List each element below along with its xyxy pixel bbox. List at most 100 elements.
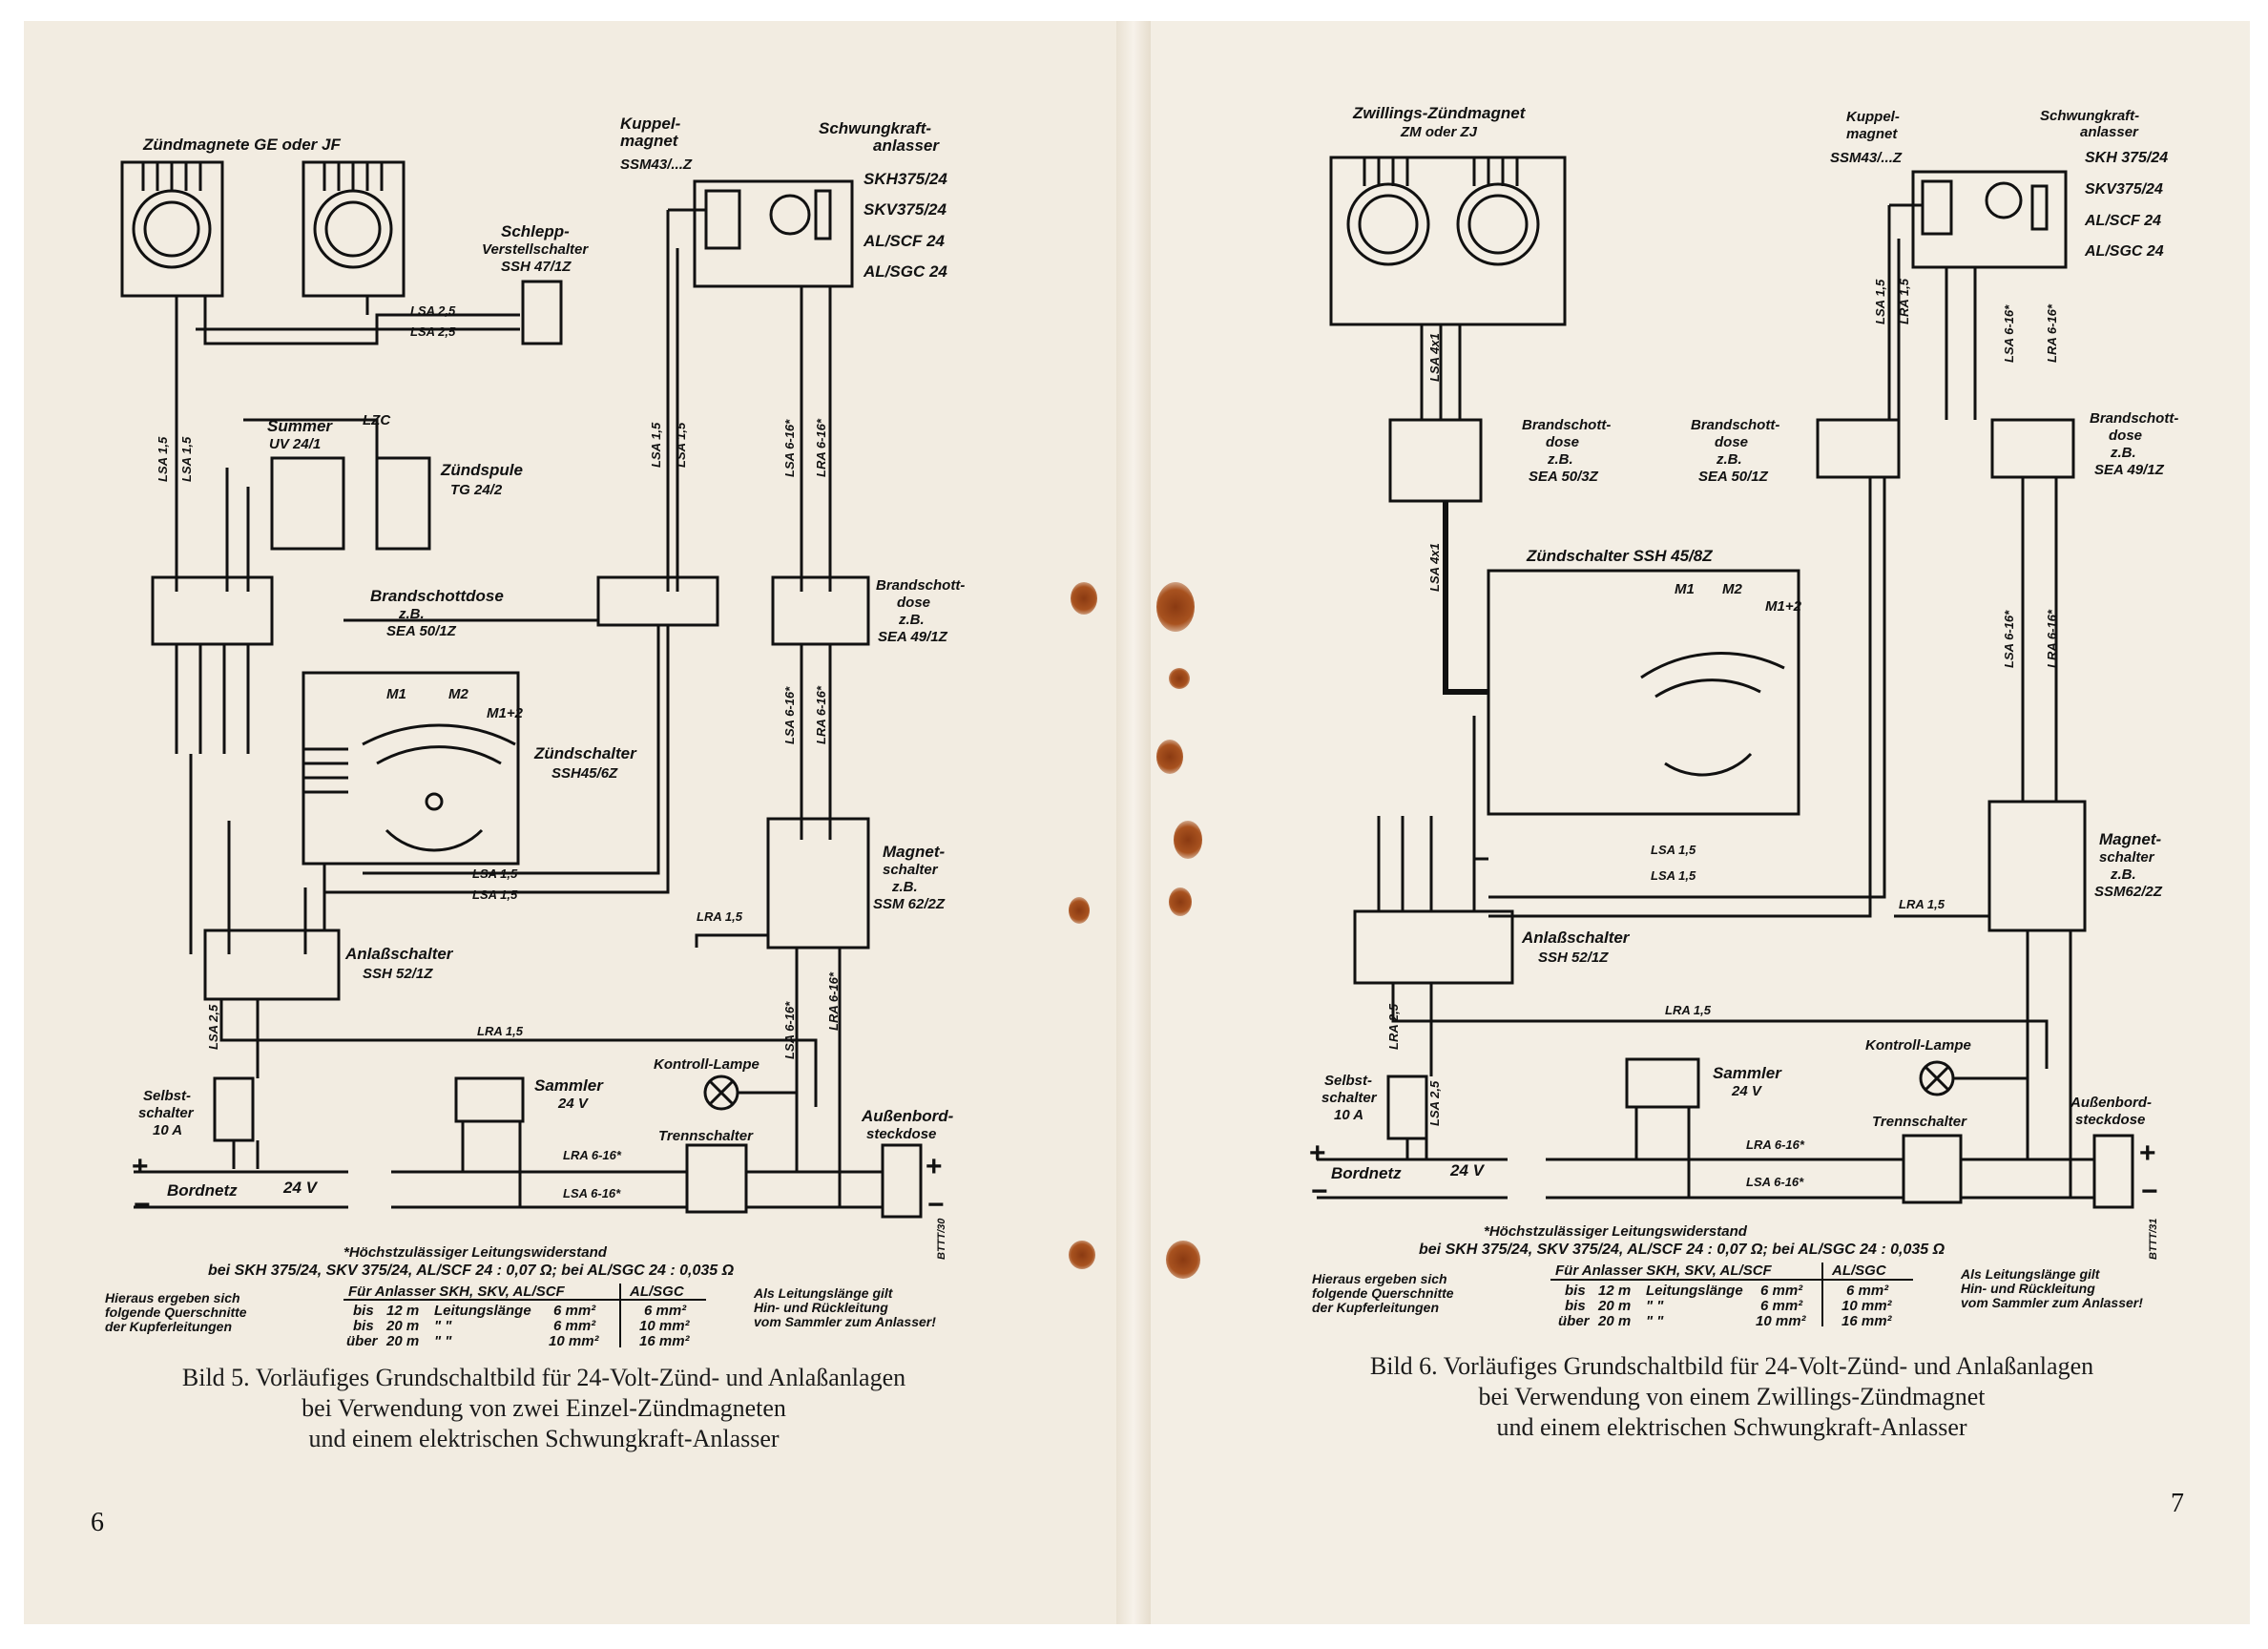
label-brand2d: SEA 49/1Z bbox=[878, 629, 948, 645]
table-cell: bis bbox=[1565, 1298, 1586, 1314]
label-lsa616-v3: LSA 6-16* bbox=[782, 1001, 797, 1059]
label-trenn: Trennschalter bbox=[1872, 1114, 1967, 1130]
table-cell: 20 m bbox=[385, 1318, 419, 1334]
svg-text:+: + bbox=[1309, 1138, 1326, 1169]
label-lsa25-a: LSA 2,5 bbox=[410, 303, 456, 318]
label-brandA3: z.B. bbox=[1547, 451, 1573, 468]
label-aussen: Außenbord- bbox=[2070, 1095, 2152, 1111]
label-lsa25-b: LSA 2,5 bbox=[410, 324, 456, 339]
label-trenn: Trennschalter bbox=[658, 1128, 754, 1144]
table-cell: Leitungslänge bbox=[434, 1303, 531, 1319]
label-lra616-v2: LRA 6-16* bbox=[814, 685, 828, 744]
svg-text:−: − bbox=[927, 1189, 945, 1221]
label-lsa15-a: LSA 1,5 bbox=[472, 866, 518, 881]
stain bbox=[1156, 582, 1195, 632]
label-alscf: AL/SCF 24 bbox=[2084, 213, 2161, 229]
label-lsa15-v2: LSA 1,5 bbox=[179, 436, 194, 482]
label-magschalter3: z.B. bbox=[891, 879, 918, 895]
label-aussen2: steckdose bbox=[2075, 1112, 2145, 1128]
label-bordnetz: Bordnetz bbox=[167, 1181, 238, 1200]
label-lra616-v: LRA 6-16* bbox=[2045, 303, 2059, 363]
note-left-2: folgende Querschnitte bbox=[1312, 1285, 1454, 1301]
note-right-2: Hin- und Rückleitung bbox=[754, 1300, 888, 1315]
label-skv: SKV375/24 bbox=[864, 200, 947, 219]
label-m1: M1 bbox=[386, 686, 406, 702]
note-line: bei SKH 375/24, SKV 375/24, AL/SCF 24 : … bbox=[1419, 1242, 1945, 1258]
table-cell: 12 m bbox=[1598, 1283, 1631, 1299]
label-selbst: Selbst- bbox=[143, 1088, 191, 1104]
label-magschalter3: z.B. bbox=[2110, 866, 2136, 883]
table-cell: " " bbox=[1646, 1298, 1664, 1314]
right-caption-line-3: und einem elektrischen Schwungkraft-Anla… bbox=[1496, 1413, 1967, 1441]
table-cell: bis bbox=[353, 1303, 374, 1319]
label-skv: SKV375/24 bbox=[2085, 181, 2163, 198]
note-right-1: Als Leitungslänge gilt bbox=[753, 1285, 894, 1301]
label-anlassschalter2: SSH 52/1Z bbox=[363, 966, 433, 982]
table-cell: 10 mm² bbox=[1756, 1313, 1807, 1329]
label-lsa616-v2: LSA 6-16* bbox=[782, 686, 797, 744]
label-lsa616-v: LSA 6-16* bbox=[2002, 304, 2016, 363]
label-brand1c: SEA 50/1Z bbox=[386, 623, 457, 639]
table-cell: 6 mm² bbox=[644, 1303, 687, 1319]
label-lsa15-a: LSA 1,5 bbox=[1651, 843, 1696, 857]
note-left-3: der Kupferleitungen bbox=[105, 1319, 232, 1334]
label-m12: M1+2 bbox=[1765, 598, 1802, 615]
label-lsa15-b: LSA 1,5 bbox=[1651, 868, 1696, 883]
label-selbst3: 10 A bbox=[153, 1122, 182, 1138]
label-anlassschalter: Anlaßschalter bbox=[344, 945, 454, 963]
label-zuendspule2: TG 24/2 bbox=[450, 482, 503, 498]
table-cell: Leitungslänge bbox=[1646, 1283, 1743, 1299]
stain bbox=[1069, 1241, 1095, 1269]
label-zuendschalter2: SSH45/6Z bbox=[551, 765, 618, 782]
label-lra15-v: LRA 1,5 bbox=[1897, 278, 1911, 324]
stain bbox=[1156, 740, 1183, 774]
table-cell: 6 mm² bbox=[1760, 1283, 1803, 1299]
svg-text:+: + bbox=[2139, 1138, 2156, 1169]
note-title: *Höchstzulässiger Leitungswiderstand bbox=[343, 1244, 608, 1261]
label-selbst3: 10 A bbox=[1334, 1107, 1363, 1123]
label-lra25: LSA 2,5 bbox=[206, 1004, 220, 1050]
label-kuppel2: magnet bbox=[1846, 126, 1898, 142]
label-schlepp2: Verstellschalter bbox=[482, 241, 589, 258]
note-right-3: vom Sammler zum Anlasser! bbox=[1961, 1295, 2143, 1310]
label-brandB4: SEA 50/1Z bbox=[1698, 469, 1769, 485]
book-fold bbox=[1116, 21, 1151, 1624]
label-lsa616-v: LSA 6-16* bbox=[782, 419, 797, 477]
table-cell: 6 mm² bbox=[1760, 1298, 1803, 1314]
label-zuendmagnete: Zündmagnete GE oder JF bbox=[142, 136, 341, 154]
label-aussen: Außenbord- bbox=[861, 1107, 954, 1125]
label-lra616-v2: LRA 6-16* bbox=[2045, 609, 2059, 668]
label-lsa616: LSA 6-16* bbox=[1746, 1175, 1804, 1189]
table-cell: 10 mm² bbox=[1841, 1298, 1893, 1314]
table-cell: 16 mm² bbox=[639, 1333, 691, 1349]
label-lsa15-v3: LSA 1,5 bbox=[649, 422, 663, 468]
label-24v: 24 V bbox=[1449, 1161, 1486, 1179]
left-caption-line-1: Bild 5. Vorläufiges Grundschaltbild für … bbox=[181, 1364, 906, 1391]
note-left-1: Hieraus ergeben sich bbox=[1312, 1271, 1447, 1286]
label-brandA: Brandschott- bbox=[1522, 417, 1611, 433]
label-kuppel3: SSM43/...Z bbox=[620, 157, 693, 173]
table-cell: 12 m bbox=[386, 1303, 419, 1319]
label-magschalter: Magnet- bbox=[883, 843, 946, 861]
table-cell: 20 m bbox=[1597, 1313, 1631, 1329]
table-cell: " " bbox=[1646, 1313, 1664, 1329]
label-summer2: UV 24/1 bbox=[269, 436, 321, 452]
table-cell: 6 mm² bbox=[1846, 1283, 1889, 1299]
svg-text:−: − bbox=[2141, 1176, 2158, 1207]
label-m2: M2 bbox=[1722, 581, 1742, 597]
left-page bbox=[24, 21, 1140, 1624]
label-brand2b: dose bbox=[897, 595, 930, 611]
label-magschalter: Magnet- bbox=[2099, 830, 2162, 848]
label-brand1b: z.B. bbox=[398, 606, 425, 622]
table-head-2: AL/SGC bbox=[629, 1284, 685, 1300]
label-brandA4: SEA 50/3Z bbox=[1529, 469, 1599, 485]
label-brandC2: dose bbox=[2109, 428, 2142, 444]
label-summer: Summer bbox=[267, 417, 333, 435]
label-lra25: LRA 2,5 bbox=[1386, 1003, 1401, 1050]
label-magschalter4: SSM 62/2Z bbox=[873, 896, 946, 912]
note-left-2: folgende Querschnitte bbox=[105, 1305, 247, 1320]
label-lsa4x1-b: LSA 4x1 bbox=[1427, 543, 1442, 592]
label-sammler: Sammler bbox=[1713, 1064, 1782, 1082]
note-title: *Höchstzulässiger Leitungswiderstand bbox=[1484, 1223, 1748, 1240]
label-sammler: Sammler bbox=[534, 1076, 604, 1095]
